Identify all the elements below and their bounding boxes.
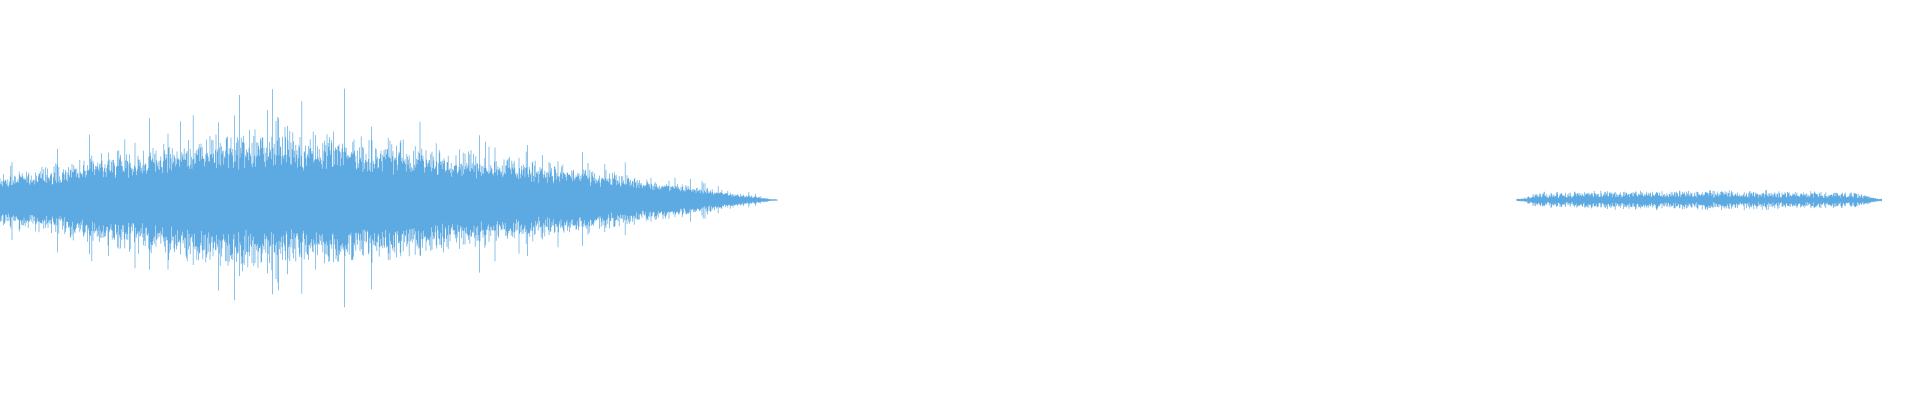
waveform-segment-path-1 xyxy=(0,88,778,308)
waveform-segment-2 xyxy=(1516,190,1882,211)
waveform-segment-1 xyxy=(0,88,778,308)
waveform-segments xyxy=(0,88,1882,308)
